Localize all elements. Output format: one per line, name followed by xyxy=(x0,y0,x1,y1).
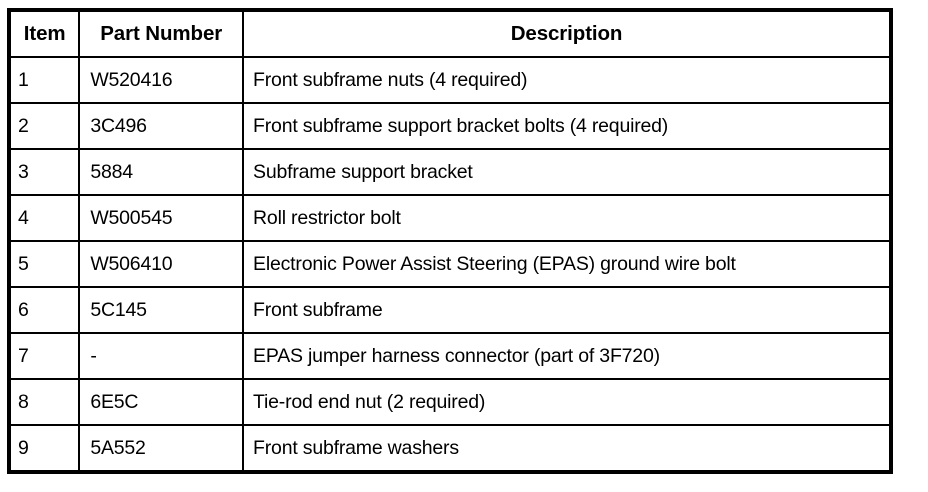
cell-description: Roll restrictor bolt xyxy=(242,194,892,242)
cell-description: EPAS jumper harness connector (part of 3… xyxy=(242,332,892,380)
cell-item: 7 xyxy=(7,332,81,380)
cell-part-number: - xyxy=(78,332,245,380)
cell-description: Subframe support bracket xyxy=(242,148,892,196)
cell-item: 3 xyxy=(7,148,81,196)
table-row: 5 W506410 Electronic Power Assist Steeri… xyxy=(7,240,892,288)
cell-part-number: 5C145 xyxy=(78,286,245,334)
cell-description: Front subframe support bracket bolts (4 … xyxy=(242,102,892,150)
cell-description: Front subframe washers xyxy=(242,424,892,473)
table-header-row: Item Part Number Description xyxy=(7,9,892,58)
cell-description: Front subframe xyxy=(242,286,892,334)
cell-item: 6 xyxy=(7,286,81,334)
table-row: 2 3C496 Front subframe support bracket b… xyxy=(7,102,892,150)
cell-part-number: 3C496 xyxy=(78,102,245,150)
table-row: 9 5A552 Front subframe washers xyxy=(7,424,892,473)
table-row: 6 5C145 Front subframe xyxy=(7,286,892,334)
table-row: 8 6E5C Tie-rod end nut (2 required) xyxy=(7,378,892,426)
cell-description: Electronic Power Assist Steering (EPAS) … xyxy=(242,240,892,288)
cell-item: 2 xyxy=(7,102,81,150)
cell-part-number: W500545 xyxy=(78,194,245,242)
table-header: Item Part Number Description xyxy=(7,9,892,58)
cell-description: Front subframe nuts (4 required) xyxy=(242,56,892,104)
cell-part-number: 6E5C xyxy=(78,378,245,426)
cell-description: Tie-rod end nut (2 required) xyxy=(242,378,892,426)
table-body: 1 W520416 Front subframe nuts (4 require… xyxy=(7,56,892,473)
cell-part-number: 5884 xyxy=(78,148,245,196)
column-header-description: Description xyxy=(242,9,892,58)
cell-item: 4 xyxy=(7,194,81,242)
parts-list-table: Item Part Number Description 1 W520416 F… xyxy=(7,8,893,474)
table-row: 7 - EPAS jumper harness connector (part … xyxy=(7,332,892,380)
table-row: 1 W520416 Front subframe nuts (4 require… xyxy=(7,56,892,104)
cell-item: 8 xyxy=(7,378,81,426)
column-header-item: Item xyxy=(7,9,81,58)
cell-item: 9 xyxy=(7,424,81,473)
cell-part-number: W520416 xyxy=(78,56,245,104)
cell-item: 5 xyxy=(7,240,81,288)
table-row: 3 5884 Subframe support bracket xyxy=(7,148,892,196)
column-header-part-number: Part Number xyxy=(78,9,245,58)
cell-part-number: W506410 xyxy=(78,240,245,288)
cell-item: 1 xyxy=(7,56,81,104)
cell-part-number: 5A552 xyxy=(78,424,245,473)
table-row: 4 W500545 Roll restrictor bolt xyxy=(7,194,892,242)
